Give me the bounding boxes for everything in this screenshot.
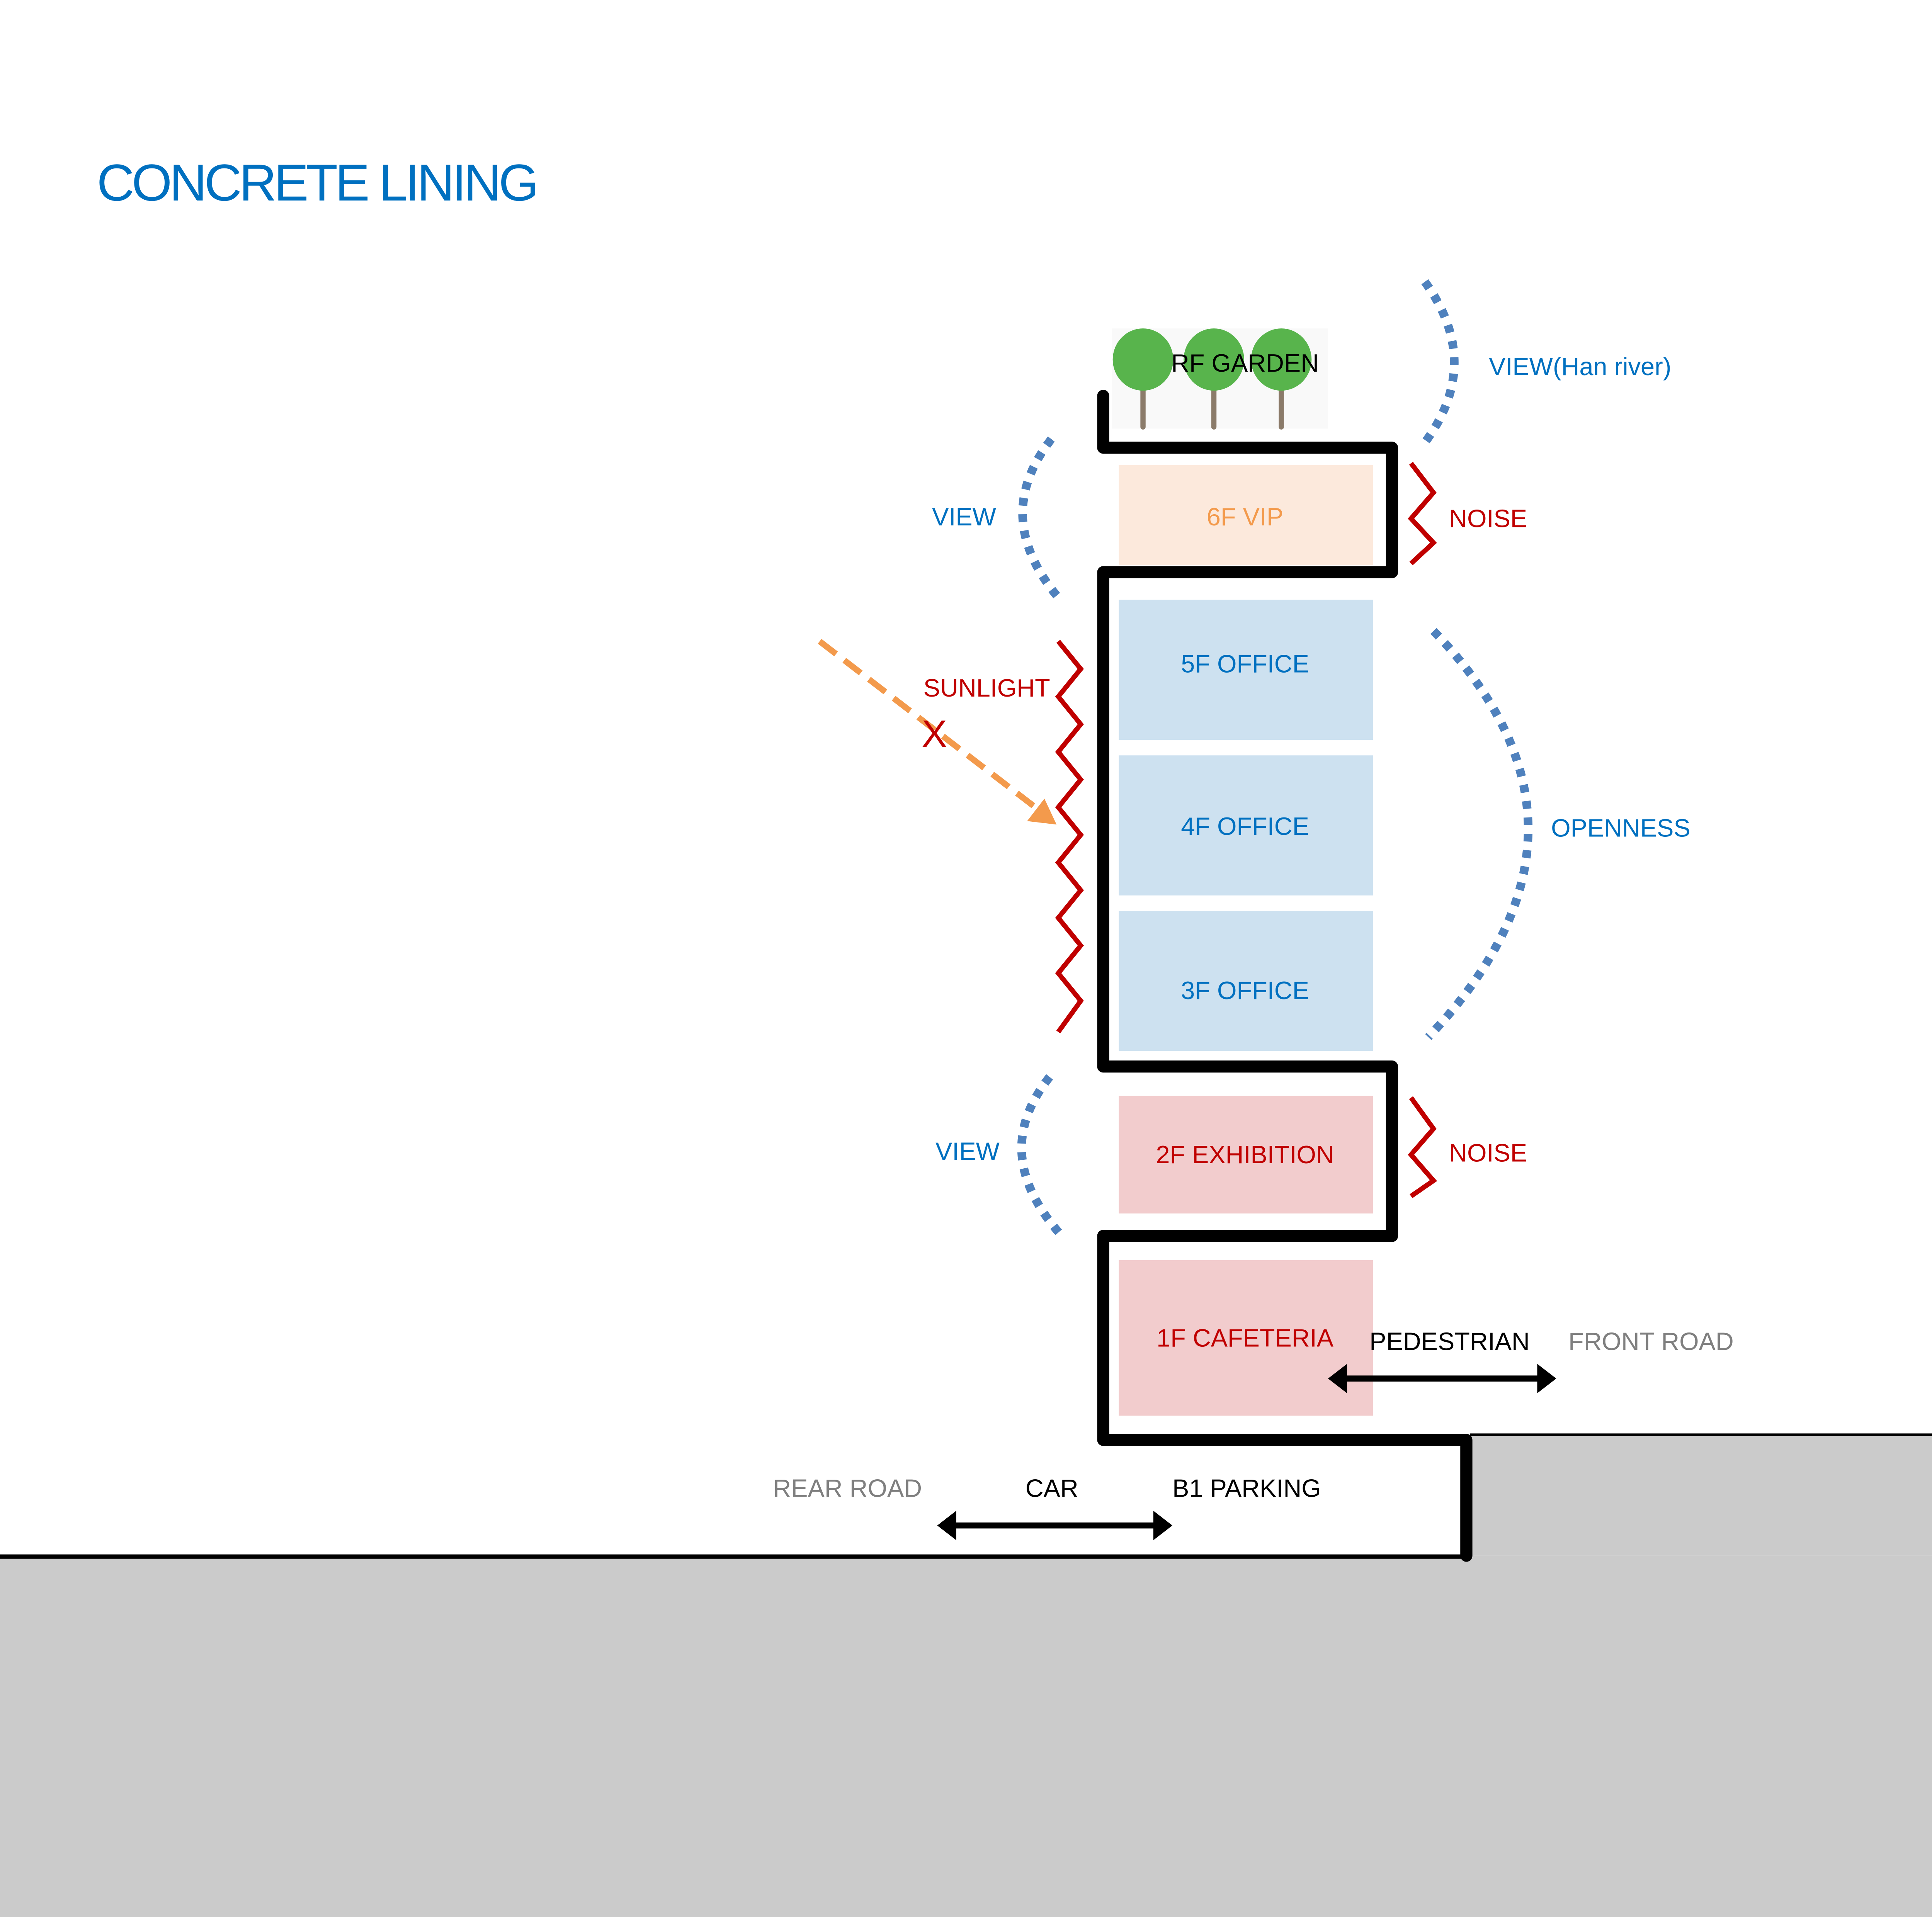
label-pedestrian: PEDESTRIAN [1369, 1327, 1530, 1355]
noise-2f-zigzag-icon [1408, 1096, 1437, 1198]
room-5f-office [1119, 600, 1373, 740]
ground-upper-front [1469, 1434, 1932, 1556]
ground-lower [0, 1555, 1932, 1917]
rf-garden-trees [1112, 328, 1328, 430]
openness-arc [1425, 628, 1533, 1040]
label-b1-parking: B1 PARKING [1172, 1474, 1321, 1502]
room-6f-vip [1119, 465, 1373, 566]
pedestrian-double-arrow-icon [1328, 1364, 1556, 1394]
tree-icon [1251, 328, 1312, 430]
room-label-4f: 4F OFFICE [1181, 812, 1309, 840]
room-1f-cafeteria [1119, 1260, 1373, 1416]
label-sunlight: SUNLIGHT [923, 674, 1050, 702]
tree-icon [1184, 328, 1244, 430]
car-double-arrow-icon [937, 1511, 1173, 1540]
noise-6f-zigzag-icon [1408, 462, 1437, 566]
tree-icon [1112, 328, 1173, 430]
label-rear-road: REAR ROAD [773, 1474, 922, 1502]
room-3f-office [1119, 911, 1373, 1051]
room-2f-exhibition [1119, 1096, 1373, 1213]
sunlight-block-zigzag-icon [1055, 640, 1084, 1033]
label-view-6f: VIEW [932, 503, 997, 531]
label-noise-2f: NOISE [1449, 1139, 1527, 1167]
label-openness: OPENNESS [1551, 814, 1690, 842]
sunlight-block-x: X [922, 712, 947, 755]
room-label-1f: 1F CAFETERIA [1156, 1324, 1334, 1352]
room-label-3f: 3F OFFICE [1181, 976, 1309, 1004]
room-label-6f: 6F VIP [1207, 503, 1283, 531]
view-2f-arc [1017, 1074, 1067, 1241]
label-view-han-river: VIEW(Han river) [1489, 352, 1671, 381]
view-han-river-arc [1421, 279, 1459, 445]
view-6f-arc [1018, 436, 1065, 605]
room-label-rf-garden: RF GARDEN [1171, 349, 1319, 377]
label-noise-6f: NOISE [1449, 505, 1527, 533]
label-front-road: FRONT ROAD [1568, 1327, 1734, 1355]
concrete-lining-wall [1097, 389, 1473, 1562]
label-car: CAR [1026, 1474, 1078, 1502]
page-title: CONCRETE LINING [97, 154, 536, 212]
sunlight-ray-arrow [818, 639, 1039, 812]
label-view-2f: VIEW [935, 1137, 1000, 1165]
room-label-2f: 2F EXHIBITION [1156, 1140, 1334, 1169]
room-4f-office [1119, 755, 1373, 896]
sunlight-arrowhead-icon [1027, 799, 1057, 825]
room-label-5f: 5F OFFICE [1181, 650, 1309, 678]
